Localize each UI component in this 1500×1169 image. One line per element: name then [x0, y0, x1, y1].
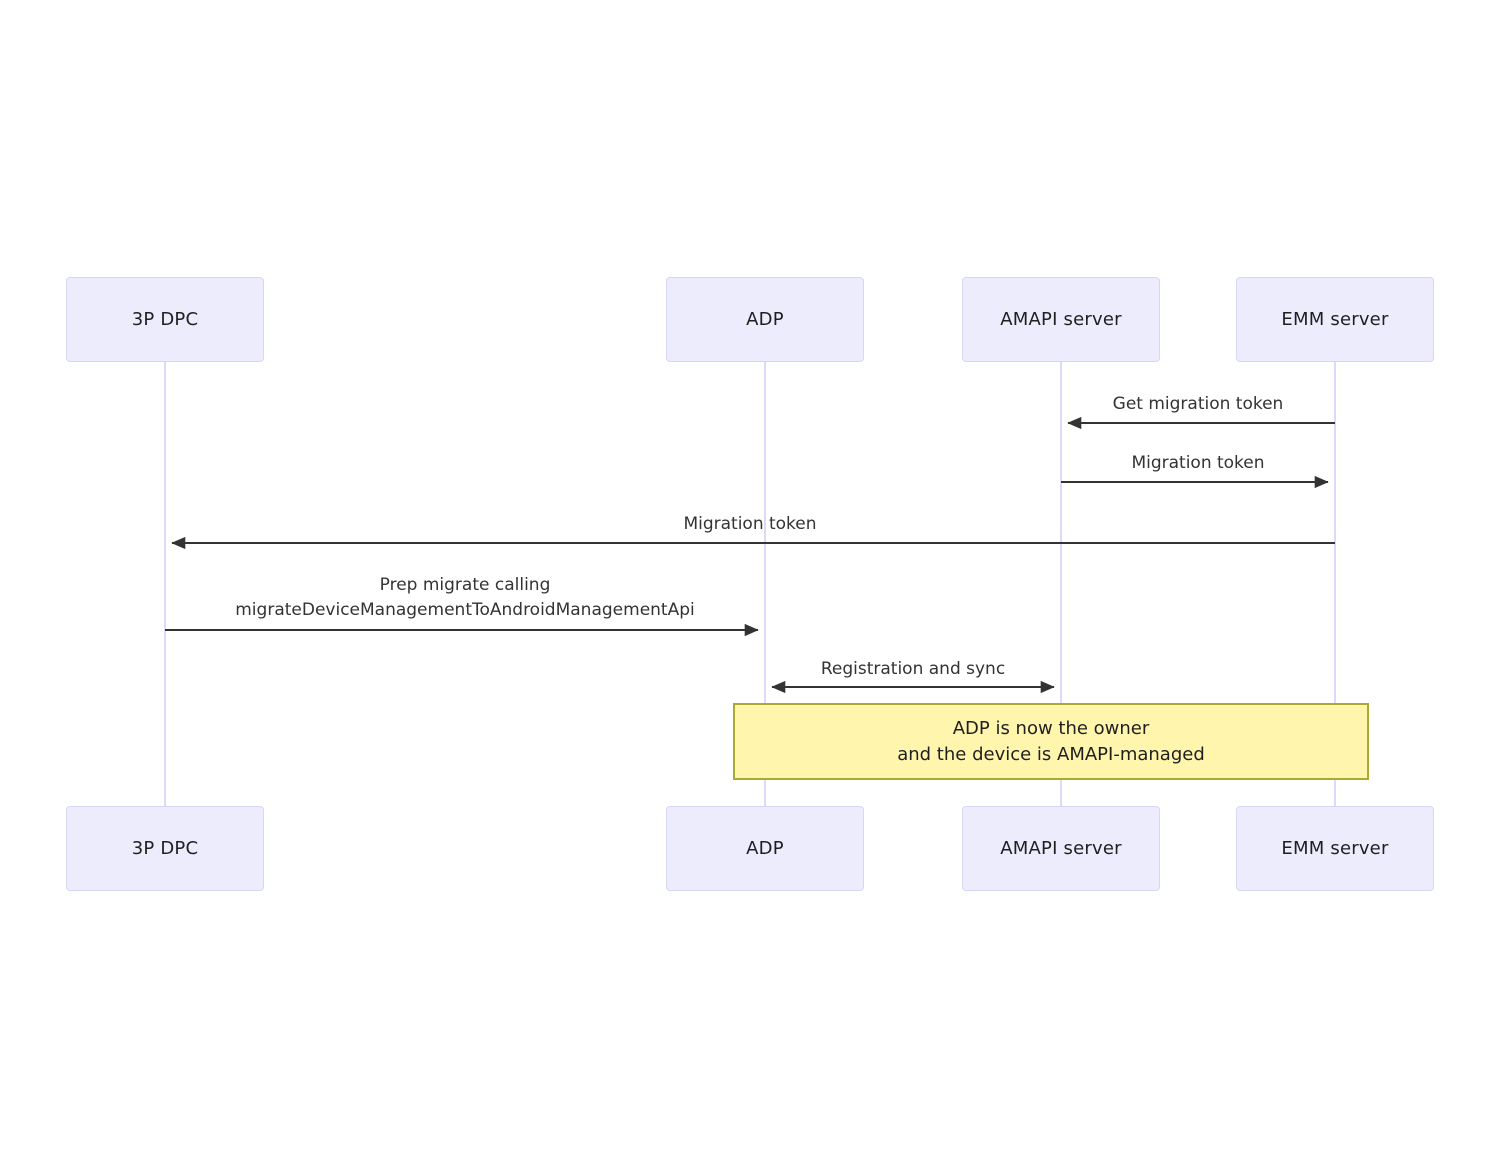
participant-label: ADP	[746, 309, 784, 330]
participant-label: EMM server	[1281, 838, 1389, 859]
participant-label: AMAPI server	[1000, 838, 1122, 859]
message-label-m1: Get migration token	[1112, 394, 1284, 414]
participant-label: ADP	[746, 838, 784, 859]
participant-dpc-bottom[interactable]: 3P DPC	[66, 806, 264, 891]
participant-amapi-top[interactable]: AMAPI server	[962, 277, 1160, 362]
participant-label: AMAPI server	[1000, 309, 1122, 330]
message-label-m4: Prep migrate calling migrateDeviceManage…	[235, 575, 695, 620]
lifeline-dpc	[164, 362, 166, 806]
participant-dpc-top[interactable]: 3P DPC	[66, 277, 264, 362]
note-text: ADP is now the owner and the device is A…	[897, 717, 1205, 765]
participant-amapi-bottom[interactable]: AMAPI server	[962, 806, 1160, 891]
message-label-m5: Registration and sync	[820, 659, 1006, 679]
participant-emm-bottom[interactable]: EMM server	[1236, 806, 1434, 891]
participant-adp-bottom[interactable]: ADP	[666, 806, 864, 891]
participant-adp-top[interactable]: ADP	[666, 277, 864, 362]
participant-emm-top[interactable]: EMM server	[1236, 277, 1434, 362]
message-label-m3: Migration token	[683, 514, 817, 534]
note-n1: ADP is now the owner and the device is A…	[733, 703, 1369, 780]
lifeline-emm	[1334, 362, 1336, 806]
participant-label: 3P DPC	[131, 838, 199, 859]
message-label-m2: Migration token	[1131, 453, 1265, 473]
lifeline-adp	[764, 362, 766, 806]
lifeline-amapi	[1060, 362, 1062, 806]
participant-label: EMM server	[1281, 309, 1389, 330]
participant-label: 3P DPC	[131, 309, 199, 330]
